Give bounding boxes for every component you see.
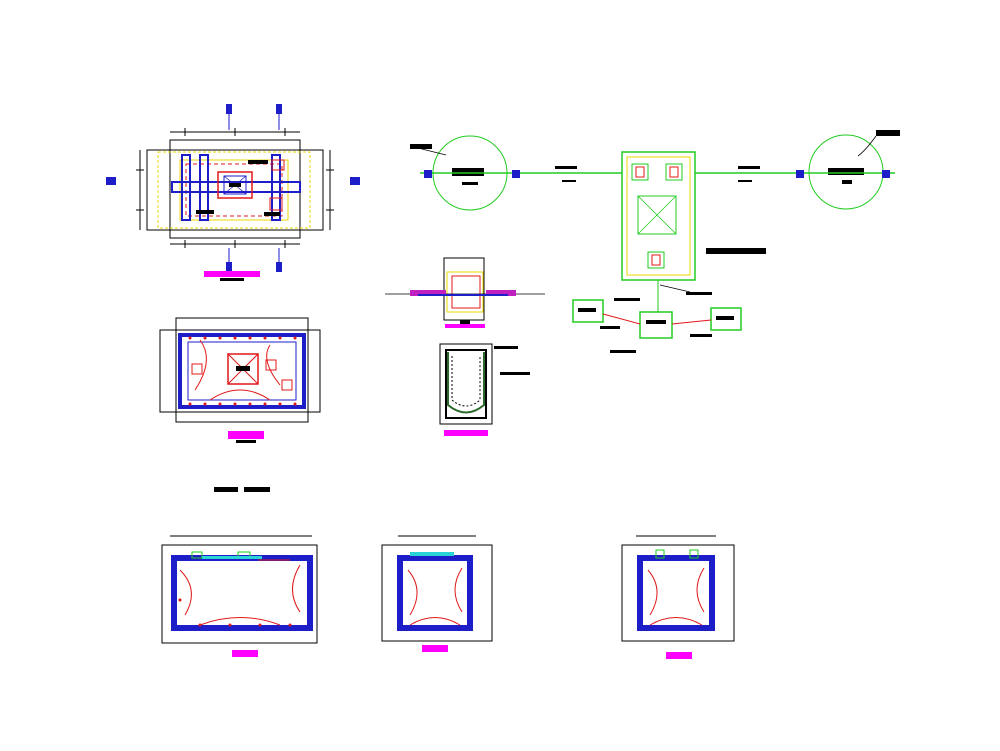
reinforcement-plan-view bbox=[159, 317, 321, 443]
section-a bbox=[161, 535, 318, 657]
top-plan-view bbox=[106, 104, 360, 281]
section-b bbox=[381, 535, 493, 652]
sections-title-block bbox=[214, 487, 270, 492]
section-c bbox=[621, 535, 735, 659]
manhole-plan-detail bbox=[385, 257, 545, 328]
pipe-network-schematic bbox=[410, 130, 900, 353]
manhole-section-detail bbox=[439, 343, 530, 436]
